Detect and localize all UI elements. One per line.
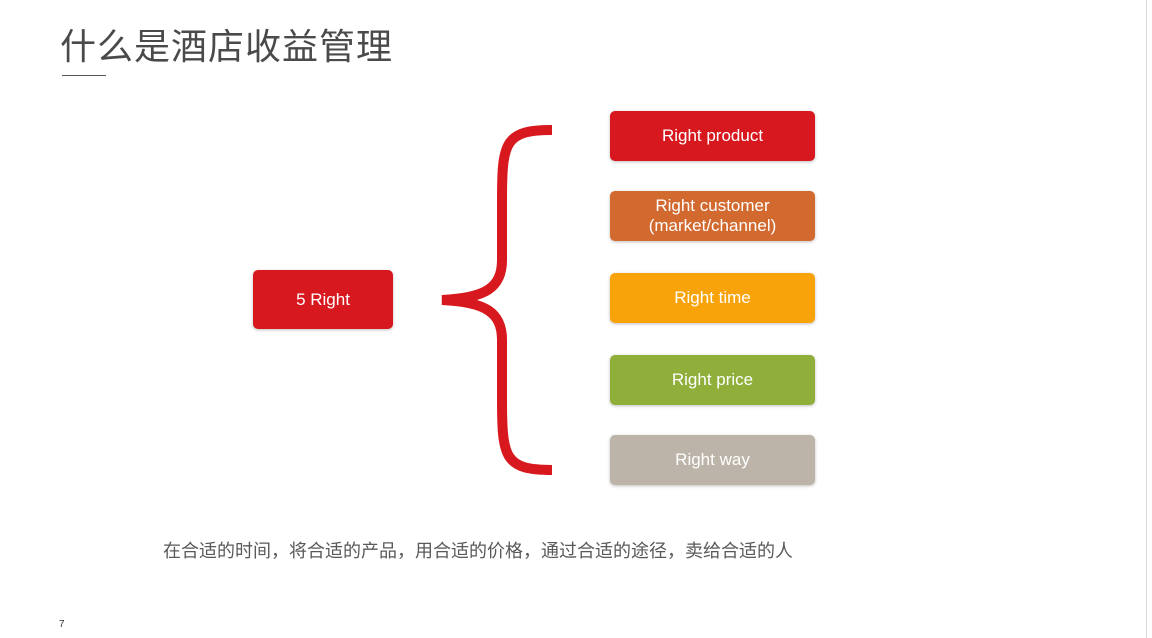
- item-box-right-way: Right way: [610, 435, 815, 485]
- root-box-5-right: 5 Right: [253, 270, 393, 329]
- page-number: 7: [59, 619, 65, 630]
- item-box-right-product: Right product: [610, 111, 815, 161]
- item-box-right-price: Right price: [610, 355, 815, 405]
- root-box-label: 5 Right: [296, 289, 350, 309]
- slide-right-edge: [1146, 0, 1147, 638]
- item-box-right-time: Right time: [610, 273, 815, 323]
- title-underline: [62, 75, 106, 76]
- item-label-right-price: Right price: [671, 370, 754, 389]
- curly-brace-path: [441, 125, 553, 475]
- item-label-right-time: Right time: [674, 288, 751, 307]
- slide-title: 什么是酒店收益管理: [60, 27, 394, 68]
- item-label-right-customer: Right customer (market/channel): [648, 196, 777, 235]
- item-label-right-way: Right way: [675, 450, 750, 469]
- item-label-right-product: Right product: [661, 126, 764, 145]
- curly-brace: [441, 125, 553, 475]
- item-box-right-customer: Right customer (market/channel): [610, 191, 815, 241]
- slide-caption: 在合适的时间，将合适的产品，用合适的价格，通过合适的途径，卖给合适的人: [163, 541, 793, 562]
